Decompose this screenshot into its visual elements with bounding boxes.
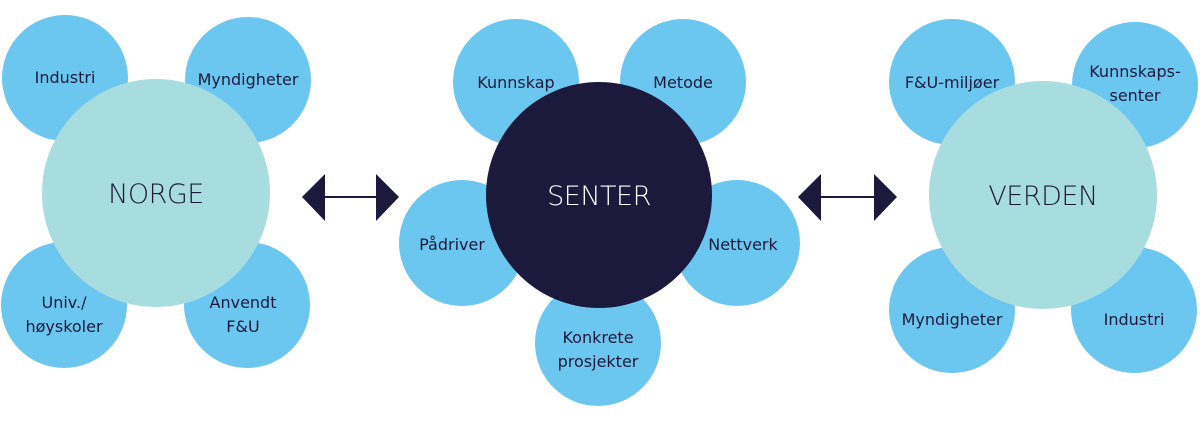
hub-norge-title: NORGE (108, 179, 204, 210)
senter-group: Kunnskap Metode Pådriver Nettverk Konkre… (399, 19, 800, 406)
label-verden-kunnskapssenter-2: senter (1109, 86, 1160, 105)
label-verden-kunnskapssenter-1: Kunnskaps- (1089, 62, 1181, 81)
hub-senter (486, 82, 712, 308)
hub-verden-title: VERDEN (988, 181, 1097, 212)
label-norge-anvendt-1: Anvendt (210, 293, 277, 312)
hub-verden (929, 81, 1157, 309)
hub-norge (42, 79, 270, 307)
label-senter-prosjekter-2: prosjekter (558, 352, 639, 371)
label-senter-prosjekter-1: Konkrete (562, 328, 633, 347)
double-arrow-icon (798, 174, 897, 221)
label-norge-industri: Industri (35, 68, 96, 87)
label-norge-univ-1: Univ./ (42, 293, 88, 312)
label-senter-padriver: Pådriver (419, 235, 485, 254)
label-verden-myndigheter: Myndigheter (902, 310, 1003, 329)
label-norge-univ-2: høyskoler (25, 317, 103, 336)
label-norge-myndigheter: Myndigheter (198, 70, 299, 89)
norge-group: Industri Myndigheter Univ./ høyskoler An… (1, 15, 311, 368)
label-senter-metode: Metode (653, 73, 713, 92)
label-senter-kunnskap: Kunnskap (477, 73, 554, 92)
label-norge-anvendt-2: F&U (226, 317, 259, 336)
label-verden-fou: F&U-miljøer (905, 73, 1000, 92)
hub-senter-title: SENTER (547, 181, 651, 212)
label-senter-nettverk: Nettverk (708, 235, 778, 254)
verden-group: F&U-miljøer Kunnskaps- senter Myndighete… (889, 19, 1198, 373)
double-arrow-icon (302, 174, 399, 221)
label-verden-industri: Industri (1104, 310, 1165, 329)
node-senter-prosjekter (535, 280, 661, 406)
